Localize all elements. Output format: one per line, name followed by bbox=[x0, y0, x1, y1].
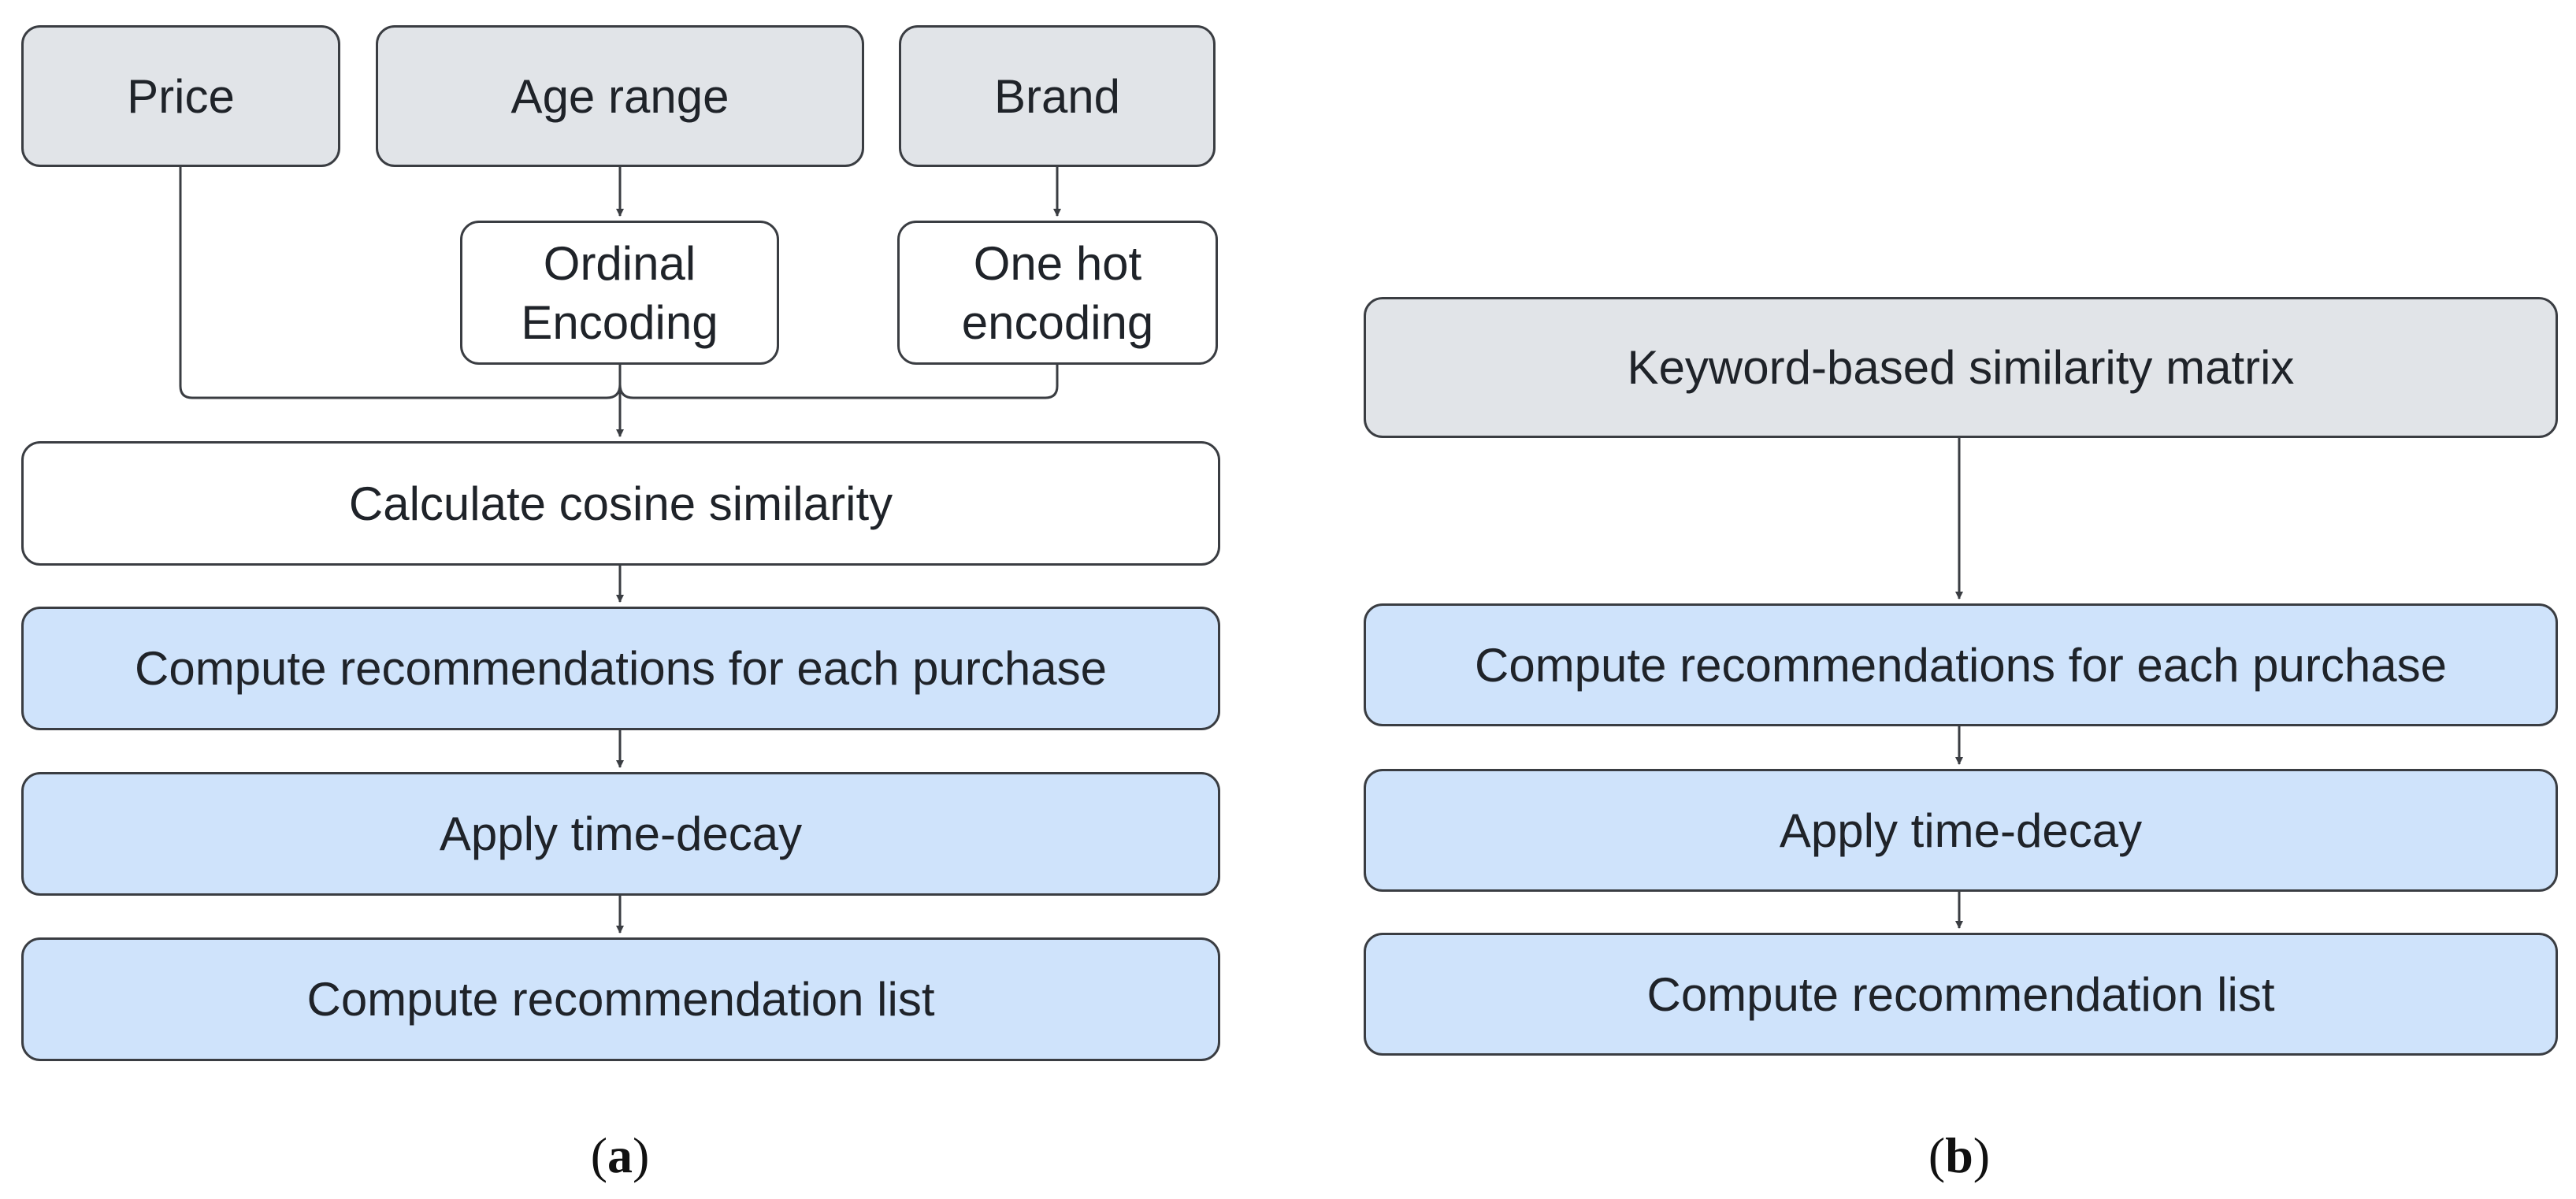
recommendation-list-node-a: Compute recommendation list bbox=[21, 937, 1220, 1061]
time-decay-label-a: Apply time-decay bbox=[439, 807, 803, 860]
input-age-range-label: Age range bbox=[510, 69, 729, 123]
one-hot-encoding-label: One hot encoding bbox=[961, 236, 1154, 349]
input-age-range-node: Age range bbox=[376, 25, 864, 167]
time-decay-node-a: Apply time-decay bbox=[21, 772, 1220, 896]
ordinal-encoding-node: Ordinal Encoding bbox=[460, 221, 779, 365]
ordinal-encoding-label: Ordinal Encoding bbox=[521, 236, 718, 349]
similarity-matrix-node: Keyword-based similarity matrix bbox=[1364, 297, 2558, 438]
input-brand-label: Brand bbox=[993, 69, 1121, 123]
recommendations-per-purchase-label-a: Compute recommendations for each purchas… bbox=[135, 642, 1107, 695]
cosine-similarity-node: Calculate cosine similarity bbox=[21, 441, 1220, 566]
caption-b: (b) bbox=[1928, 1127, 1991, 1183]
recommendations-per-purchase-node-a: Compute recommendations for each purchas… bbox=[21, 607, 1220, 730]
caption-b-letter: b bbox=[1945, 1127, 1973, 1183]
input-price-node: Price bbox=[21, 25, 340, 167]
input-price-label: Price bbox=[127, 69, 235, 123]
recommendation-list-label-b: Compute recommendation list bbox=[1646, 967, 2275, 1021]
cosine-similarity-label: Calculate cosine similarity bbox=[348, 477, 893, 530]
caption-a-letter: a bbox=[607, 1127, 633, 1183]
similarity-matrix-label: Keyword-based similarity matrix bbox=[1627, 341, 2295, 394]
one-hot-encoding-node: One hot encoding bbox=[897, 221, 1218, 365]
input-brand-node: Brand bbox=[899, 25, 1216, 167]
recommendations-per-purchase-label-b: Compute recommendations for each purchas… bbox=[1475, 638, 2447, 692]
time-decay-label-b: Apply time-decay bbox=[1779, 804, 2143, 857]
recommendation-list-label-a: Compute recommendation list bbox=[306, 973, 935, 1026]
recommendation-list-node-b: Compute recommendation list bbox=[1364, 933, 2558, 1056]
arrow-merge-to-cosine bbox=[606, 365, 634, 436]
connector-onehot-to-merge bbox=[633, 365, 1059, 399]
time-decay-node-b: Apply time-decay bbox=[1364, 769, 2558, 892]
recommendations-per-purchase-node-b: Compute recommendations for each purchas… bbox=[1364, 603, 2558, 726]
caption-a: (a) bbox=[590, 1127, 650, 1183]
